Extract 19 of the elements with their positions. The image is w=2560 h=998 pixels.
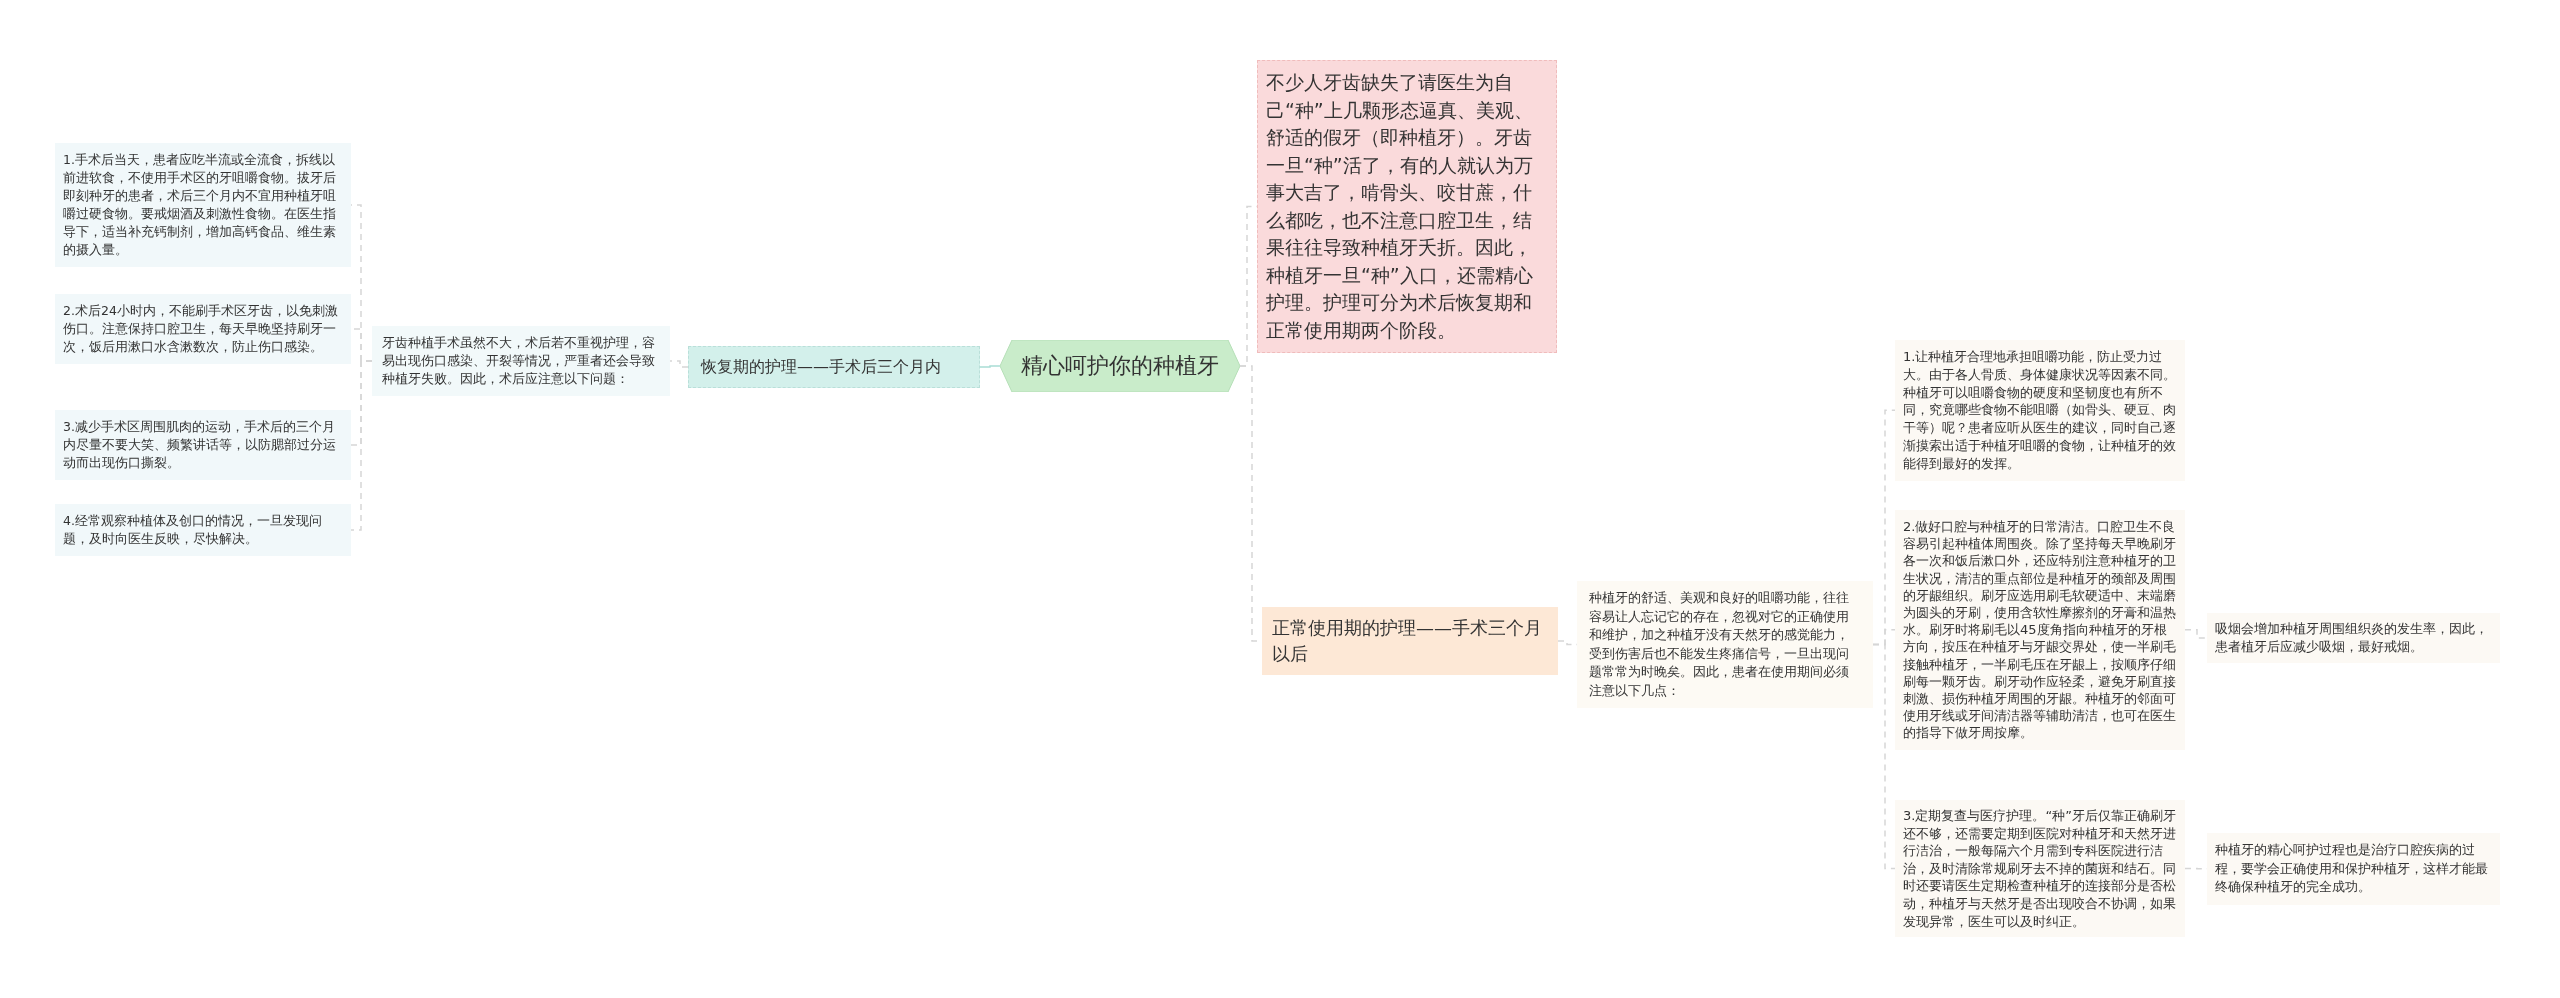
text-box: 4.经常观察种植体及创口的情况，一旦发现问题，及时向医生反映，尽快解决。 bbox=[55, 504, 351, 556]
text-box: 种植牙的精心呵护过程也是治疗口腔疾病的过程，要学会正确使用和保护种植牙，这样才能最终确保种植牙的完全成功。 bbox=[2207, 833, 2500, 905]
connector-line bbox=[350, 360, 373, 531]
text-box: 种植牙的舒适、美观和良好的咀嚼功能，往往容易让人忘记它的存在，忽视对它的正确使用和维护，加之种植牙没有天然牙的感觉能力，受到伤害后也不能发生疼痛信号，一旦出现问题常常为时晚矣。因此，患者在使用期间必须注意以下几点： bbox=[1577, 581, 1873, 708]
connector-line bbox=[2184, 629, 2208, 639]
text-box: 3.定期复查与医疗护理。“种”牙后仅靠正确刷牙还不够，还需要定期到医院对种植牙和天然牙进行洁治，一般每隔六个月需到专科医院进行洁治，及时清除常规刷牙去不掉的菌斑和结石。同时还要请医生定期检查种植牙的连接部分是否松动，种植牙与天然牙是否出现咬合不协调，如果发现异常，医生可以及时纠正。 bbox=[1895, 800, 2185, 938]
text-box: 牙齿种植手术虽然不大，术后若不重视护理，容易出现伤口感染、开裂等情况，严重者还会导致种植牙失败。因此，术后应注意以下问题： bbox=[372, 326, 670, 396]
connector-line bbox=[1872, 643, 1896, 870]
text-box: 2.做好口腔与种植牙的日常清洁。口腔卫生不良容易引起种植体周围炎。除了坚持每天早晚刷牙各一次和饭后漱口外，还应特别注意种植牙的卫生状况，清洁的重点部位是种植牙的颈部及周围的牙龈组织。刷牙应选用刷毛软硬适中、末端磨为圆头的牙刷，使用含软性摩擦剂的牙膏和温热水。刷牙时将刷毛以45度角指向种植牙的牙根方向，按压在种植牙与牙龈交界处，使一半刷毛接触种植牙，一半刷毛压在牙龈上，按顺序仔细刷每一颗牙齿。刷牙动作应轻柔，避免牙刷直接刺激、损伤种植牙周围的牙龈。种植牙的邻面可使用牙线或牙间清洁器等辅助清洁，也可在医生的指导下做牙周按摩。 bbox=[1895, 510, 2185, 750]
text-box: 2.术后24小时内，不能刷手术区牙齿，以免刺激伤口。注意保持口腔卫生，每天早晚坚持刷牙一次，饭后用漱口水含漱数次，防止伤口感染。 bbox=[55, 294, 351, 364]
intro-box: 不少人牙齿缺失了请医生为自己“种”上几颗形态逼真、美观、舒适的假牙（即种植牙）。牙齿一旦“种”活了，有的人就认为万事大吉了，啃骨头、咬甘蔗，什么都吃，也不注意口腔卫生，结果往往导致种植牙夭折。因此，种植牙一旦“种”入口，还需精心护理。护理可分为术后恢复期和正常使用期两个阶段。 bbox=[1257, 60, 1557, 353]
connector-line bbox=[979, 365, 1001, 368]
text-box: 3.减少手术区周围肌肉的运动，手术后的三个月内尽量不要大笑、频繁讲话等，以防腮部过分运动而出现伤口撕裂。 bbox=[55, 410, 351, 480]
branch-box: 正常使用期的护理——手术三个月以后 bbox=[1262, 607, 1558, 675]
text-box: 1.让种植牙合理地承担咀嚼功能，防止受力过大。由于各人骨质、身体健康状况等因素不同。种植牙可以咀嚼食物的硬度和坚韧度也有所不同，究竟哪些食物不能咀嚼（如骨头、硬豆、肉干等）呢？患者应听从医生的建议，同时自己逐渐摸索出适于种植牙咀嚼的食物，让种植牙的效能得到最好的发挥。 bbox=[1895, 340, 2185, 481]
branch-box: 恢复期的护理——手术后三个月内 bbox=[688, 346, 980, 388]
root-topic: 精心呵护你的种植牙 bbox=[1000, 340, 1240, 392]
text-box: 1.手术后当天，患者应吃半流或全流食，拆线以前进软食，不使用手术区的牙咀嚼食物。拔牙后即刻种牙的患者，术后三个月内不宜用种植牙咀嚼过硬食物。要戒烟酒及刺激性食物。在医生指导下，适当补充钙制剂，增加高钙食品、维生素的摄入量。 bbox=[55, 143, 351, 267]
text-box: 吸烟会增加种植牙周围组织炎的发生率，因此，患者植牙后应减少吸烟，最好戒烟。 bbox=[2207, 613, 2500, 663]
